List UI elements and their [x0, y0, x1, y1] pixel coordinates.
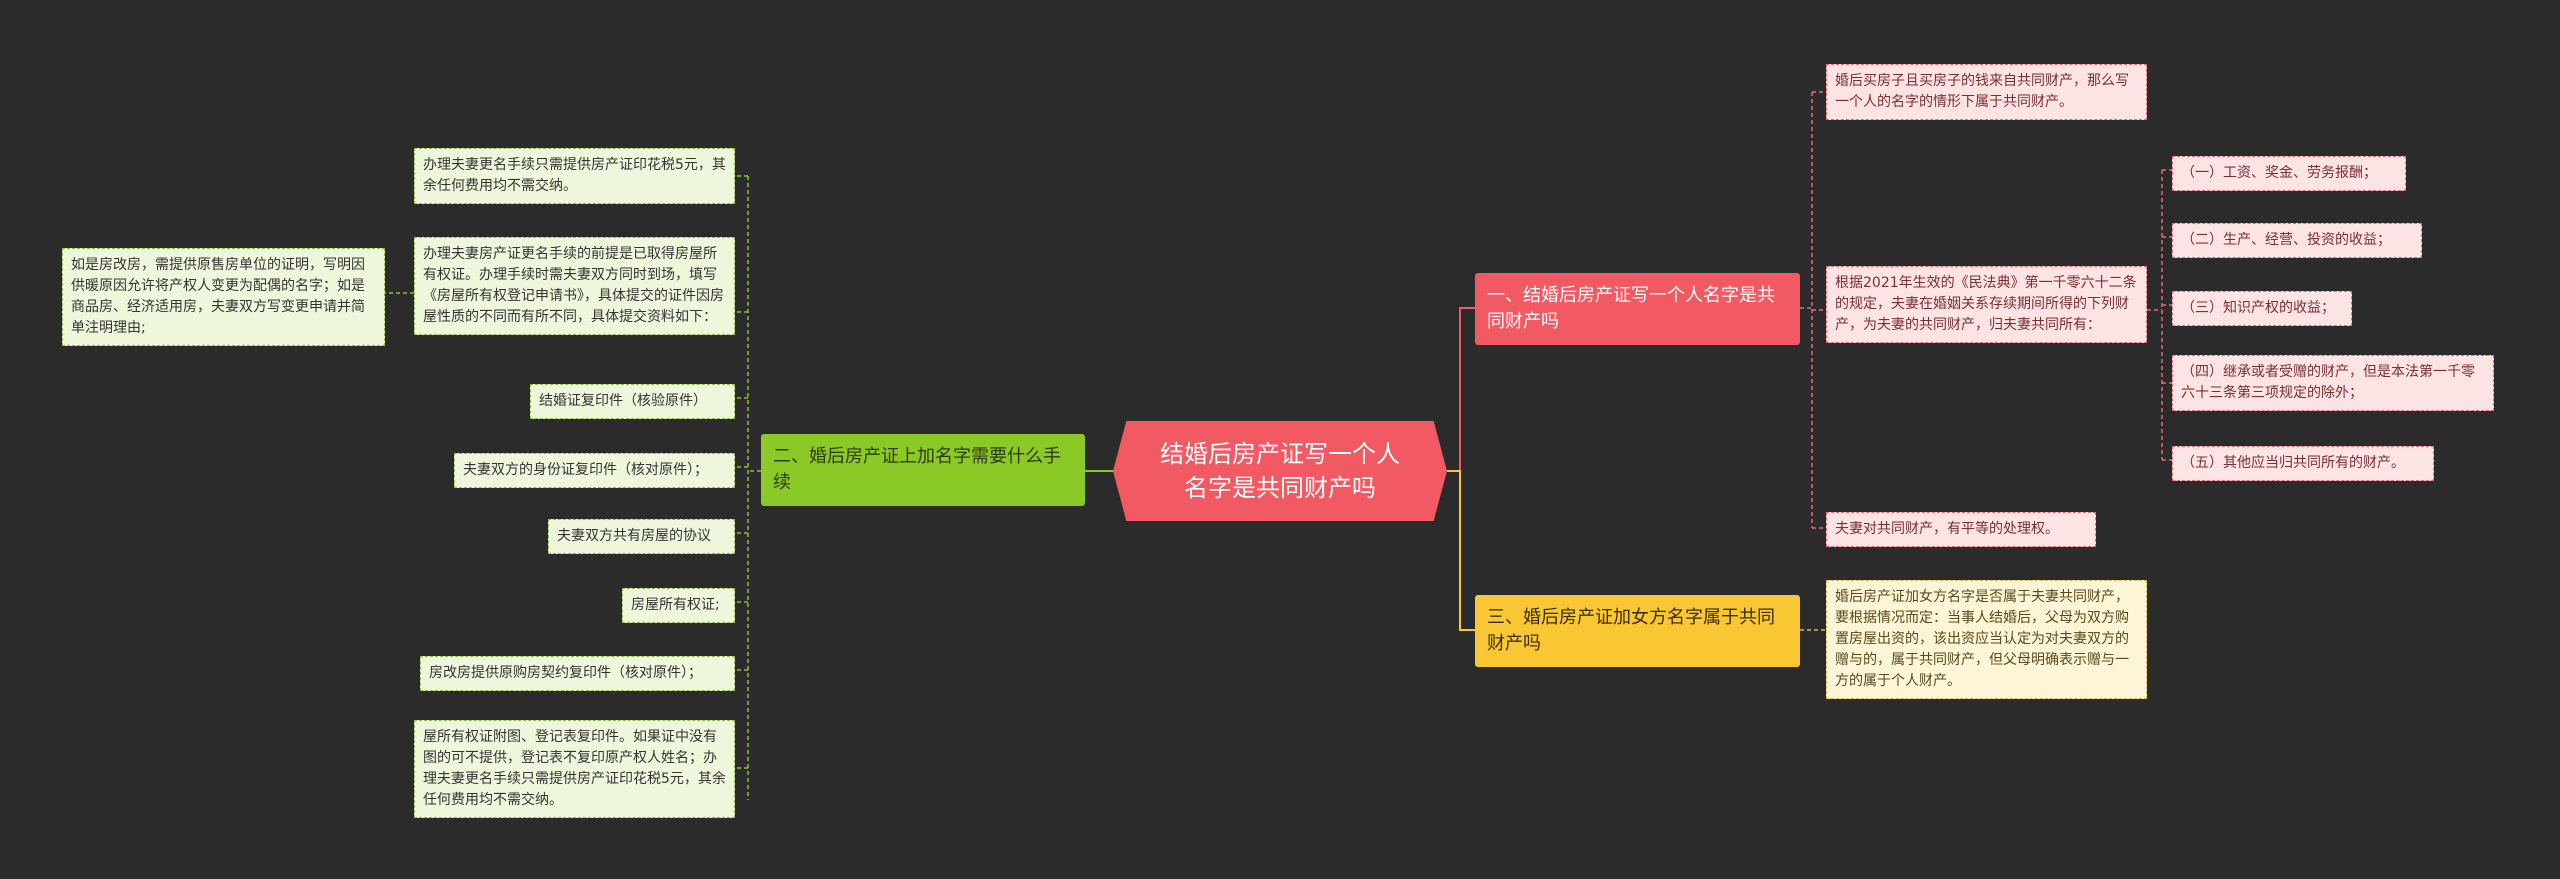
civil-code-item-5[interactable]: （五）其他应当归共同所有的财产。	[2172, 446, 2434, 481]
civil-code-item-4[interactable]: （四）继承或者受赠的财产，但是本法第一千零六十三条第三项规定的除外；	[2172, 355, 2494, 411]
civil-code-item-3[interactable]: （三）知识产权的收益；	[2172, 291, 2352, 326]
leaf-housing-type-requirements[interactable]: 如是房改房，需提供原售房单位的证明，写明因供暖原因允许将产权人变更为配偶的名字；…	[62, 248, 385, 346]
leaf-marriage-certificate[interactable]: 结婚证复印件（核验原件）	[530, 384, 735, 419]
civil-code-item-2[interactable]: （二）生产、经营、投资的收益；	[2172, 223, 2422, 258]
civil-code-item-1[interactable]: （一）工资、奖金、劳务报酬；	[2172, 156, 2406, 191]
branch-add-wife-name[interactable]: 三、婚后房产证加女方名字属于共同财产吗	[1475, 595, 1800, 667]
leaf-certificate-attachments[interactable]: 屋所有权证附图、登记表复印件。如果证中没有图的可不提供，登记表不复印原产权人姓名…	[414, 720, 735, 818]
leaf-joint-ownership-agreement[interactable]: 夫妻双方共有房屋的协议	[548, 519, 735, 554]
leaf-property-certificate[interactable]: 房屋所有权证;	[622, 588, 735, 623]
leaf-joint-funds-purchase[interactable]: 婚后买房子且买房子的钱来自共同财产，那么写一个人的名字的情形下属于共同财产。	[1826, 64, 2147, 120]
root-topic[interactable]: 结婚后房产证写一个人名字是共同财产吗	[1113, 421, 1447, 521]
leaf-name-change-prerequisite[interactable]: 办理夫妻房产证更名手续的前提是已取得房屋所有权证。办理手续时需夫妻双方同时到场，…	[414, 237, 735, 335]
leaf-parents-contribution[interactable]: 婚后房产证加女方名字是否属于夫妻共同财产，要根据情况而定：当事人结婚后，父母为双…	[1826, 580, 2147, 699]
leaf-housing-reform-contract[interactable]: 房改房提供原购房契约复印件（核对原件）；	[420, 656, 735, 691]
branch-add-name-procedures[interactable]: 二、婚后房产证上加名字需要什么手续	[761, 434, 1085, 506]
leaf-equal-disposal-right[interactable]: 夫妻对共同财产，有平等的处理权。	[1826, 512, 2096, 547]
leaf-civil-code-article[interactable]: 根据2021年生效的《民法典》第一千零六十二条的规定，夫妻在婚姻关系存续期间所得…	[1826, 266, 2147, 343]
branch-one-name-common-property[interactable]: 一、结婚后房产证写一个人名字是共同财产吗	[1475, 273, 1800, 345]
leaf-name-change-fee[interactable]: 办理夫妻更名手续只需提供房产证印花税5元，其余任何费用均不需交纳。	[414, 148, 735, 204]
leaf-id-cards[interactable]: 夫妻双方的身份证复印件（核对原件）；	[454, 453, 735, 488]
